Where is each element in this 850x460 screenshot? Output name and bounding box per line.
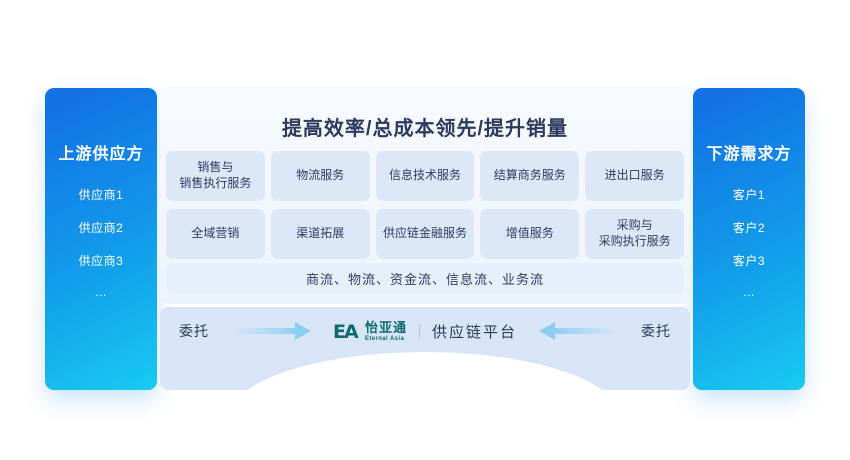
logo-name-block: 怡亚通 Eternal Asia (365, 321, 407, 342)
service-box: 采购与 采购执行服务 (585, 209, 684, 259)
logo-name: 怡亚通 (364, 319, 407, 335)
supplier-item: 供应商2 (78, 221, 124, 235)
service-box: 物流服务 (270, 151, 370, 201)
customer-item: 客户1 (732, 188, 766, 202)
svg-text:EA: EA (333, 321, 359, 342)
flows-bar: 商流、物流、资金流、信息流、业务流 (166, 263, 684, 293)
commission-label-left: 委托 (179, 323, 209, 339)
commission-label-right: 委托 (640, 323, 671, 339)
customer-item: 客户3 (732, 254, 766, 268)
supplier-panel-title: 上游供应方 (58, 146, 144, 163)
service-box: 供应链金融服务 (375, 209, 475, 259)
supplier-panel: 上游供应方 供应商1 供应商2 供应商3 ... (45, 88, 157, 390)
service-box: 增值服务 (480, 209, 580, 259)
service-box: 进出口服务 (585, 151, 684, 201)
ea-logo-icon: EA (333, 321, 360, 342)
service-box: 渠道拓展 (270, 209, 370, 259)
supplier-item-ellipsis: ... (95, 285, 107, 299)
customer-panel: 下游需求方 客户1 客户2 客户3 ... (693, 88, 805, 390)
supplier-item: 供应商3 (78, 254, 124, 268)
service-box: 信息技术服务 (375, 151, 475, 201)
customer-item: 客户2 (732, 221, 766, 235)
supplier-item: 供应商1 (78, 188, 124, 202)
logo-subname: Eternal Asia (364, 335, 405, 342)
center-panel: 提高效率/总成本领先/提升销量 销售与 销售执行服务 物流服务 信息技术服务 结… (160, 86, 690, 304)
commission-row: 委托 EA 怡亚通 Eternal Asia (160, 307, 690, 355)
arrow-right-icon (230, 322, 311, 340)
supplier-list: 供应商1 供应商2 供应商3 ... (45, 186, 157, 299)
arc-decoration (230, 352, 620, 390)
customer-item-ellipsis: ... (743, 285, 755, 299)
services-grid: 销售与 销售执行服务 物流服务 信息技术服务 结算商务服务 进出口服务 全域营销… (166, 151, 684, 259)
platform-label: 供应链平台 (431, 323, 517, 341)
diagram-title: 提高效率/总成本领先/提升销量 (281, 118, 569, 140)
customer-panel-title: 下游需求方 (706, 146, 792, 163)
commission-strip: 委托 EA 怡亚通 Eternal Asia (160, 307, 690, 390)
arrow-left-icon (538, 322, 619, 340)
service-box: 结算商务服务 (480, 151, 580, 201)
customer-list: 客户1 客户2 客户3 ... (693, 186, 805, 299)
logo-group: EA 怡亚通 Eternal Asia 供应链平台 (333, 320, 517, 343)
service-box: 全域营销 (166, 209, 265, 259)
logo-divider (418, 324, 420, 338)
service-box: 销售与 销售执行服务 (166, 151, 265, 201)
